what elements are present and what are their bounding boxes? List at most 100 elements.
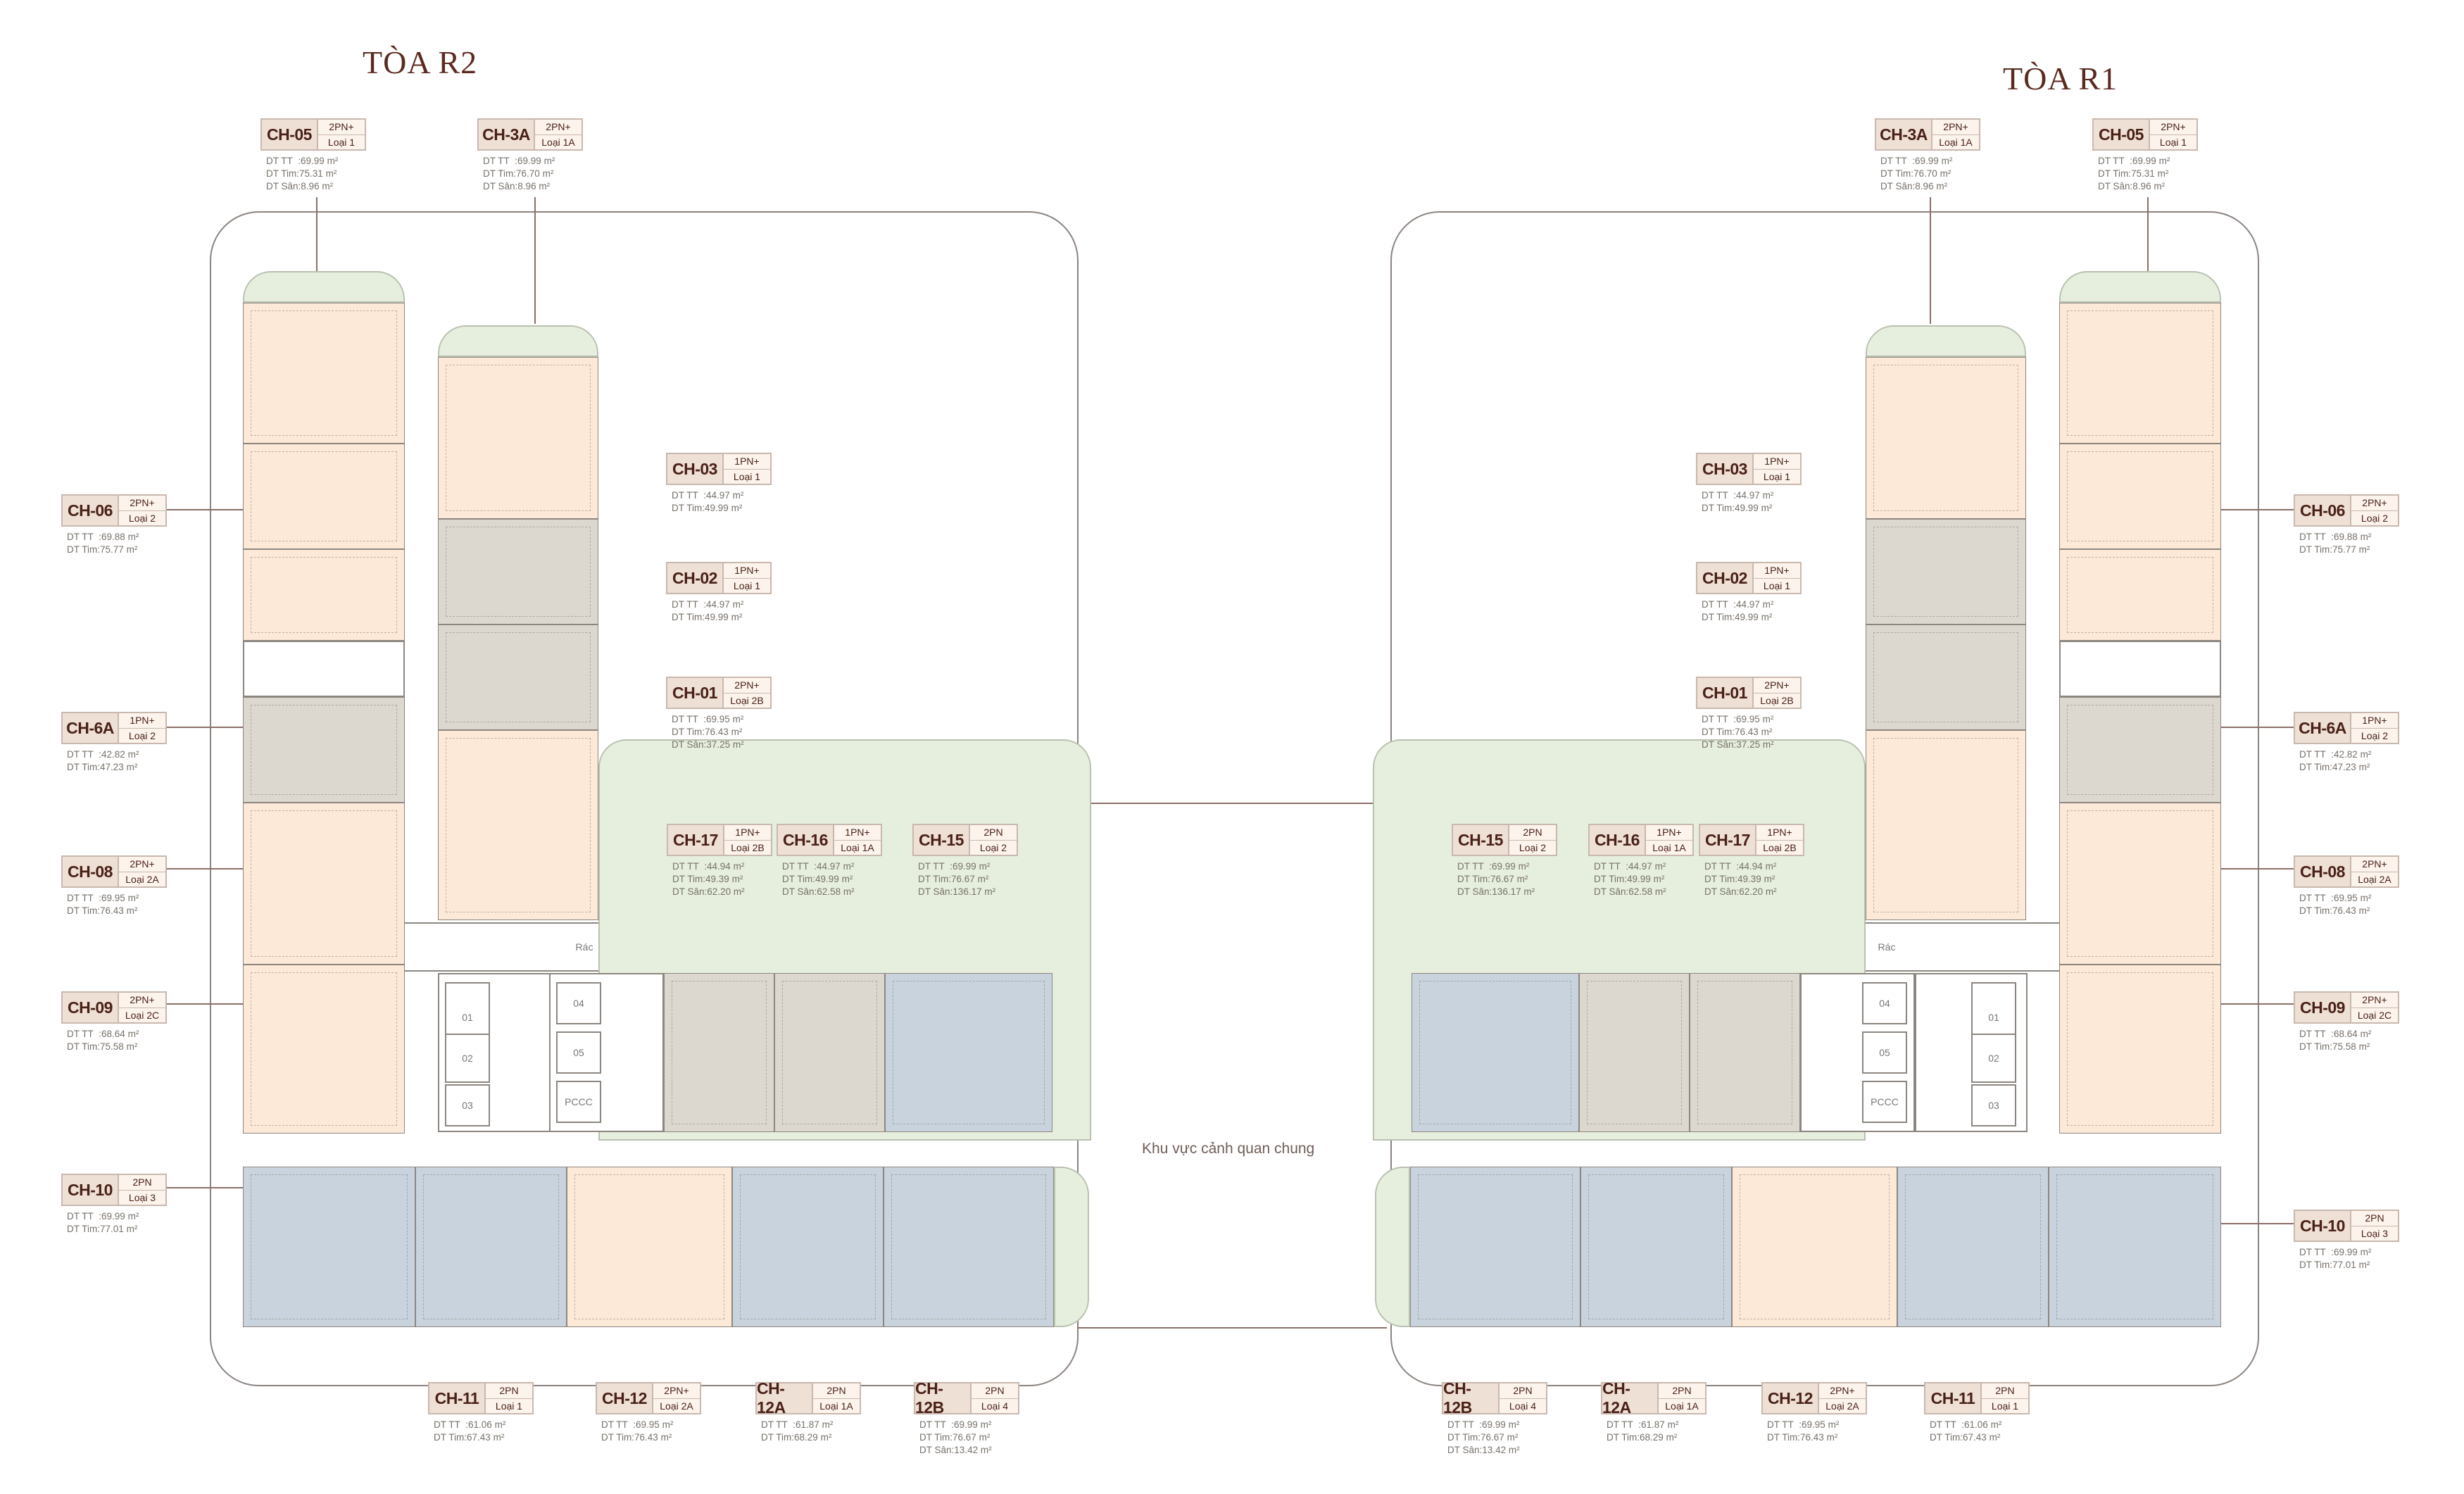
leader-r1-ch09	[2221, 1003, 2294, 1005]
r1-unit-ch12a[interactable]	[1580, 1167, 1732, 1327]
r1-unit-ch6a[interactable]	[2059, 697, 2221, 803]
area-tim: DT Tim:76.43 m²	[1702, 727, 1773, 737]
r1-unit-ch3a[interactable]	[1866, 357, 2026, 519]
unit-areas: DT TT :69.99 m² DT Tim:76.67 m² DT Sân:1…	[1452, 860, 1557, 898]
unit-label-r1-ch06[interactable]: CH-06 2PN+ Loại 2 DT TT :69.88 m² DT Tim…	[2294, 494, 2399, 556]
r1-unit-ch06b[interactable]	[2059, 549, 2221, 641]
area-tim: DT Tim:76.67 m²	[919, 1432, 991, 1443]
unit-label-r2-ch17[interactable]: CH-17 1PN+ Loại 2B DT TT :44.94 m² DT Ti…	[667, 824, 772, 898]
unit-label-r2-ch06[interactable]: CH-06 2PN+ Loại 2 DT TT :69.88 m² DT Tim…	[61, 494, 167, 556]
leader-r2-ch06	[160, 509, 243, 510]
r2-unit-ch12[interactable]	[567, 1167, 732, 1327]
r2-unit-ch05[interactable]	[243, 303, 405, 444]
r2-unit-ch01[interactable]	[438, 730, 598, 920]
unit-label-r2-ch15[interactable]: CH-15 2PN Loại 2 DT TT :69.99 m² DT Tim:…	[912, 824, 1018, 898]
unit-label-r2-ch09[interactable]: CH-09 2PN+ Loại 2C DT TT :68.64 m² DT Ti…	[61, 991, 167, 1053]
unit-bedrooms: 1PN+	[735, 827, 760, 839]
unit-bedrooms: 1PN+	[2362, 715, 2387, 727]
unit-code: CH-12B	[1443, 1379, 1498, 1417]
r2-unit-ch10[interactable]	[243, 1167, 415, 1327]
unit-type-box: 2PN+ Loại 1	[317, 120, 365, 149]
r2-unit-ch15[interactable]	[885, 973, 1052, 1132]
r1-balcony-garden-outer	[2059, 271, 2221, 303]
unit-label-r1-ch3a[interactable]: CH-3A 2PN+ Loại 1A DT TT :69.99 m² DT Ti…	[1875, 118, 1980, 193]
unit-label-r1-ch01[interactable]: CH-01 2PN+ Loại 2B DT TT :69.95 m² DT Ti…	[1696, 677, 1802, 751]
unit-type-box: 2PN+ Loại 1A	[534, 120, 582, 149]
area-tim: DT Tim:75.31 m²	[266, 168, 337, 179]
area-san: DT Sân:8.96 m²	[2098, 181, 2166, 192]
area-tim: DT Tim:75.58 m²	[67, 1041, 138, 1052]
r1-unit-ch12[interactable]	[1732, 1167, 1897, 1327]
r2-unit-ch08[interactable]	[243, 803, 405, 965]
area-tt: DT TT :42.82 m²	[2299, 749, 2372, 760]
unit-label-r1-ch08[interactable]: CH-08 2PN+ Loại 2A DT TT :69.95 m² DT Ti…	[2294, 855, 2399, 917]
unit-bedrooms: 2PN+	[546, 121, 571, 133]
unit-label-r2-ch3a[interactable]: CH-3A 2PN+ Loại 1A DT TT :69.99 m² DT Ti…	[477, 118, 583, 193]
unit-label-r2-ch6a[interactable]: CH-6A 1PN+ Loại 2 DT TT :42.82 m² DT Tim…	[61, 712, 167, 774]
unit-label-r1-ch6a[interactable]: CH-6A 1PN+ Loại 2 DT TT :42.82 m² DT Tim…	[2294, 712, 2399, 774]
r1-unit-ch02[interactable]	[1866, 624, 2026, 730]
unit-label-r1-ch16[interactable]: CH-16 1PN+ Loại 1A DT TT :44.97 m² DT Ti…	[1588, 824, 1694, 898]
r2-unit-ch12b[interactable]	[884, 1167, 1054, 1327]
unit-bedrooms: 2PN+	[1830, 1385, 1855, 1397]
unit-label-r1-ch09[interactable]: CH-09 2PN+ Loại 2C DT TT :68.64 m² DT Ti…	[2294, 991, 2399, 1053]
unit-label-r2-ch11[interactable]: CH-11 2PN Loại 1 DT TT :61.06 m² DT Tim:…	[428, 1382, 534, 1444]
r1-unit-ch06a[interactable]	[2059, 444, 2221, 549]
r2-unit-ch06b[interactable]	[243, 549, 405, 641]
unit-bedrooms: 2PN+	[130, 858, 155, 870]
r1-corner-garden	[1375, 1167, 1410, 1327]
unit-tag: CH-03 1PN+ Loại 1	[1696, 453, 1802, 485]
plaza-connector-bottom	[1077, 1327, 1387, 1329]
r2-unit-ch12a[interactable]	[732, 1167, 884, 1327]
area-tt: DT TT :69.95 m²	[672, 714, 744, 724]
unit-label-r1-ch17[interactable]: CH-17 1PN+ Loại 2B DT TT :44.94 m² DT Ti…	[1699, 824, 1804, 898]
r1-unit-ch01[interactable]	[1866, 730, 2026, 920]
r1-unit-ch12b[interactable]	[1410, 1167, 1580, 1327]
r1-unit-ch11[interactable]	[1897, 1167, 2049, 1327]
unit-label-r2-ch03[interactable]: CH-03 1PN+ Loại 1 DT TT :44.97 m² DT Tim…	[666, 453, 772, 515]
r2-unit-ch03[interactable]	[438, 519, 598, 624]
unit-type-box: 2PN Loại 1	[484, 1383, 532, 1413]
unit-label-r2-ch05[interactable]: CH-05 2PN+ Loại 1 DT TT :69.99 m² DT Tim…	[260, 118, 366, 193]
r1-unit-ch03[interactable]	[1866, 519, 2026, 624]
r1-unit-ch16[interactable]	[1579, 973, 1690, 1132]
r2-unit-ch6a[interactable]	[243, 697, 405, 803]
unit-areas: DT TT :69.99 m² DT Tim:76.67 m² DT Sân:1…	[914, 1419, 1019, 1457]
unit-label-r2-ch08[interactable]: CH-08 2PN+ Loại 2A DT TT :69.95 m² DT Ti…	[61, 855, 167, 917]
unit-label-r1-ch12[interactable]: CH-12 2PN+ Loại 2A DT TT :69.95 m² DT Ti…	[1761, 1382, 1867, 1444]
unit-label-r2-ch12[interactable]: CH-12 2PN+ Loại 2A DT TT :69.95 m² DT Ti…	[596, 1382, 701, 1444]
unit-label-r2-ch12a[interactable]: CH-12A 2PN Loại 1A DT TT :61.87 m² DT Ti…	[755, 1379, 861, 1444]
unit-label-r2-ch02[interactable]: CH-02 1PN+ Loại 1 DT TT :44.97 m² DT Tim…	[666, 562, 772, 624]
r2-unit-ch06a[interactable]	[243, 444, 405, 549]
r1-unit-ch17[interactable]	[1690, 973, 1800, 1132]
r2-unit-ch11[interactable]	[415, 1167, 567, 1327]
r2-unit-ch02[interactable]	[438, 624, 598, 730]
unit-label-r2-ch01[interactable]: CH-01 2PN+ Loại 2B DT TT :69.95 m² DT Ti…	[666, 677, 772, 751]
r1-unit-ch10[interactable]	[2049, 1167, 2221, 1327]
unit-label-r2-ch16[interactable]: CH-16 1PN+ Loại 1A DT TT :44.97 m² DT Ti…	[777, 824, 882, 898]
r2-balcony-garden-outer	[243, 271, 405, 303]
unit-label-r1-ch11[interactable]: CH-11 2PN Loại 1 DT TT :61.06 m² DT Tim:…	[1924, 1382, 2030, 1444]
r1-unit-ch08[interactable]	[2059, 803, 2221, 965]
unit-label-r1-ch03[interactable]: CH-03 1PN+ Loại 1 DT TT :44.97 m² DT Tim…	[1696, 453, 1802, 515]
unit-label-r1-ch12b[interactable]: CH-12B 2PN Loại 4 DT TT :69.99 m² DT Tim…	[1442, 1379, 1547, 1457]
unit-label-r1-ch10[interactable]: CH-10 2PN Loại 3 DT TT :69.99 m² DT Tim:…	[2294, 1210, 2399, 1272]
unit-label-r2-ch12b[interactable]: CH-12B 2PN Loại 4 DT TT :69.99 m² DT Tim…	[914, 1379, 1019, 1457]
unit-label-r1-ch15[interactable]: CH-15 2PN Loại 2 DT TT :69.99 m² DT Tim:…	[1452, 824, 1557, 898]
r1-unit-ch15[interactable]	[1412, 973, 1579, 1132]
unit-label-r1-ch02[interactable]: CH-02 1PN+ Loại 1 DT TT :44.97 m² DT Tim…	[1696, 562, 1802, 624]
unit-label-r1-ch12a[interactable]: CH-12A 2PN Loại 1A DT TT :61.87 m² DT Ti…	[1601, 1379, 1706, 1444]
unit-label-r1-ch05[interactable]: CH-05 2PN+ Loại 1 DT TT :69.99 m² DT Tim…	[2092, 118, 2198, 193]
r1-unit-ch05[interactable]	[2059, 303, 2221, 444]
r2-unit-ch3a[interactable]	[438, 357, 598, 519]
r2-unit-ch17[interactable]	[664, 973, 774, 1132]
leader-r2-ch05	[316, 197, 318, 271]
r2-unit-ch09[interactable]	[243, 965, 405, 1134]
area-tt: DT TT :44.97 m²	[1594, 861, 1666, 872]
unit-label-r2-ch10[interactable]: CH-10 2PN Loại 3 DT TT :69.99 m² DT Tim:…	[61, 1174, 167, 1236]
unit-code: CH-06	[2295, 496, 2350, 525]
unit-type-box: 2PN Loại 3	[118, 1175, 165, 1205]
r1-unit-ch09[interactable]	[2059, 965, 2221, 1134]
r2-unit-ch16[interactable]	[774, 973, 885, 1132]
area-tt: DT TT :61.06 m²	[1930, 1419, 2002, 1430]
